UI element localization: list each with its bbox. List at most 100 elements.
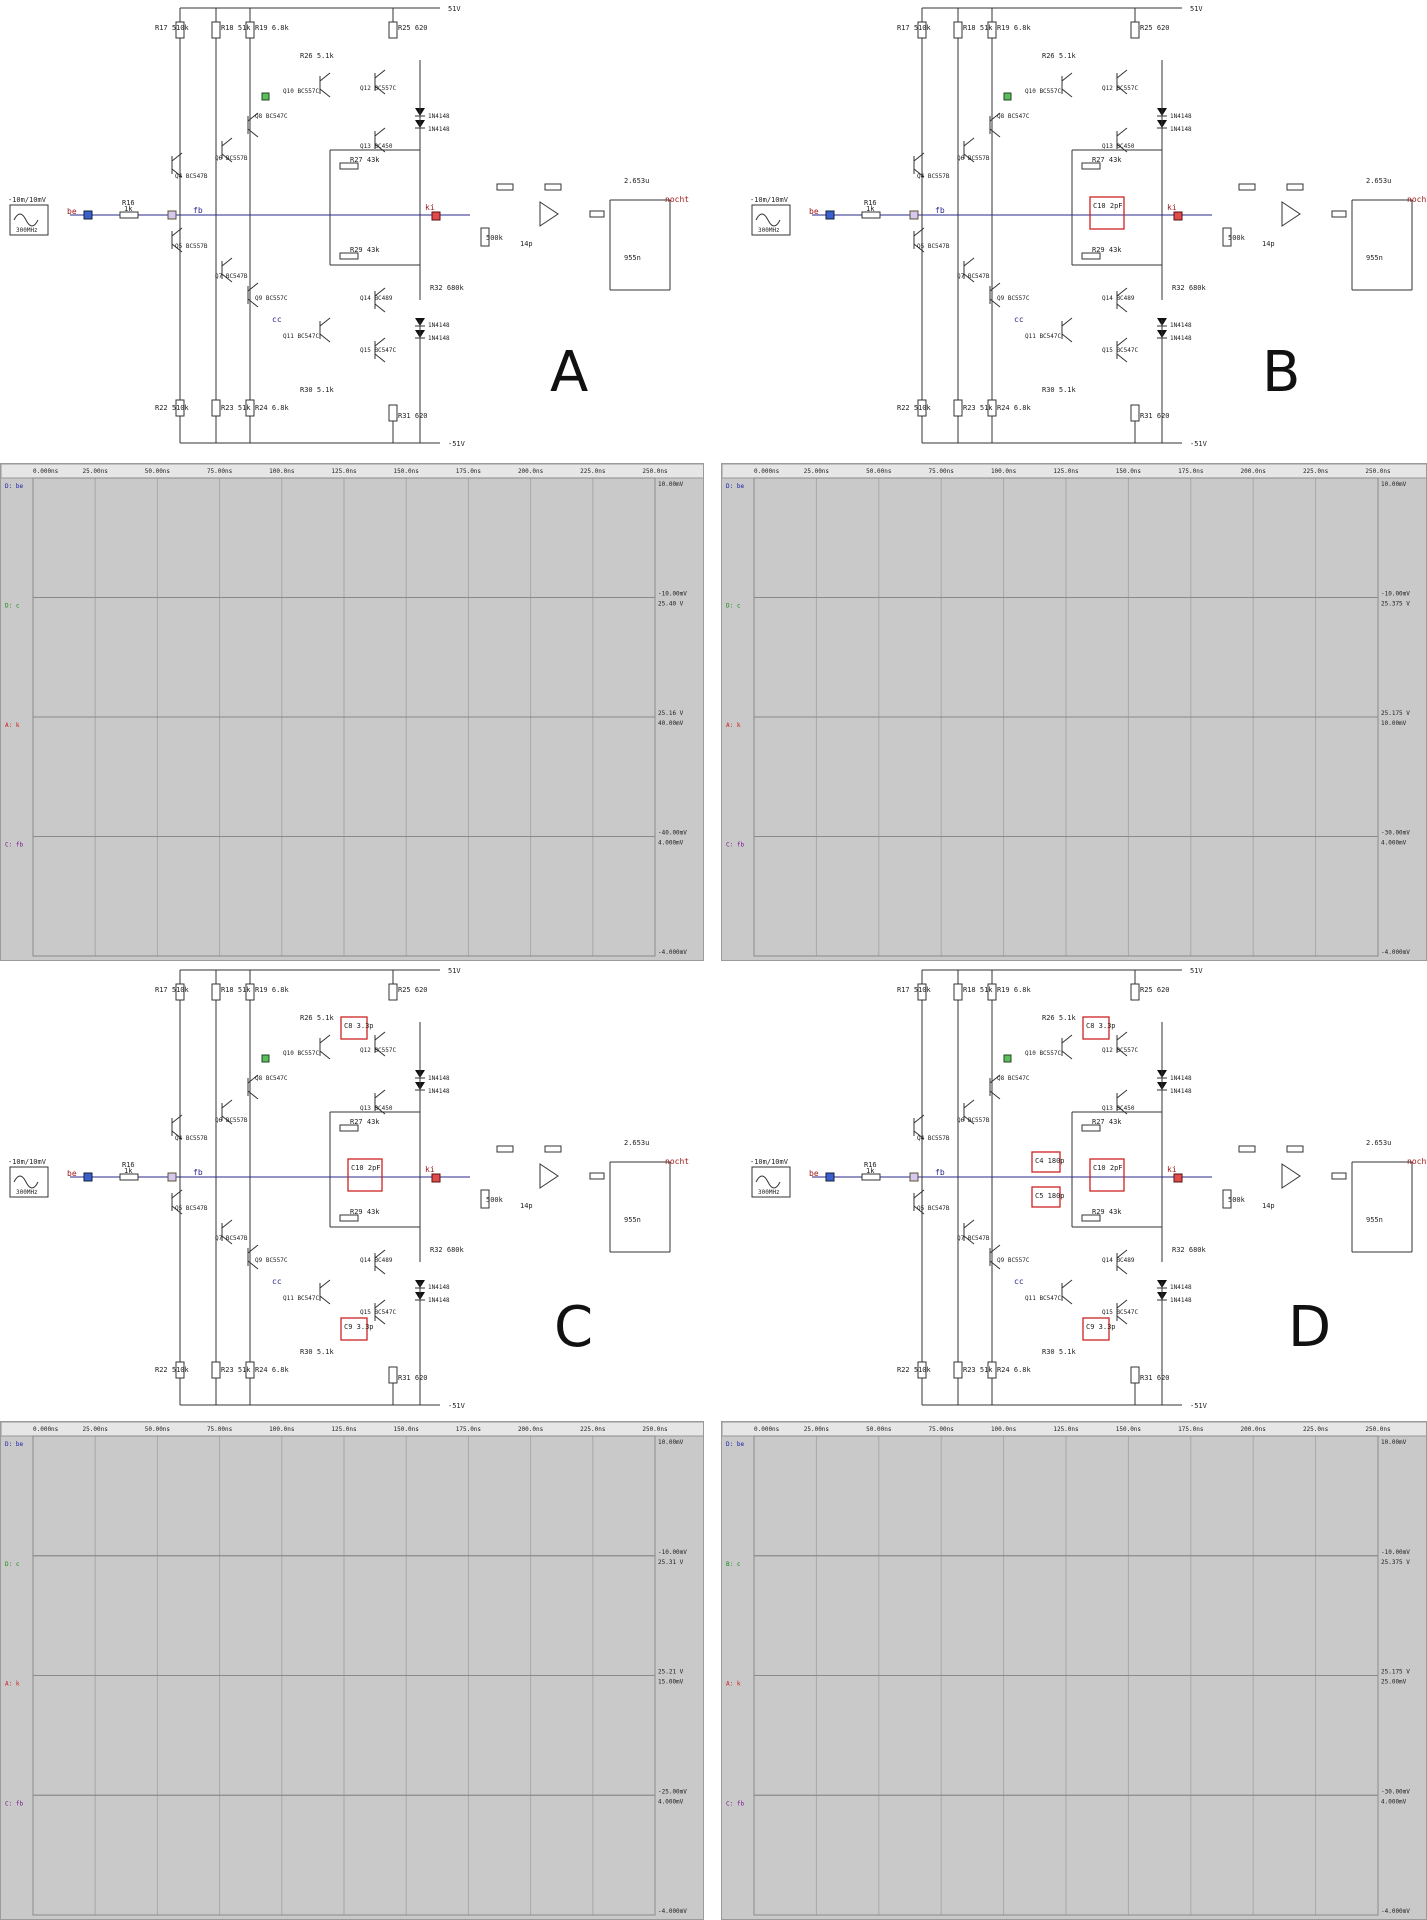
label-highlight: C8 3.3p (344, 1022, 374, 1030)
panel-letter-C: C (554, 1295, 594, 1360)
label-r25: R25 620 (398, 24, 428, 32)
time-tick-label: 75.00ns (207, 468, 233, 475)
supply-negative-label: -51V (448, 440, 466, 448)
resistor (544, 183, 562, 191)
schematic-D: 51V-51V-10m/10mV300MHzbeR161kfbcckinocht… (714, 962, 1427, 1420)
panel-letter-A: A (550, 340, 589, 405)
transistor-collector (171, 227, 183, 237)
transistor-collector (989, 112, 1001, 122)
highlight-box (340, 1317, 368, 1341)
label-r30: R30 5.1k (300, 1348, 335, 1356)
resistor (339, 1124, 359, 1132)
transistor-emitter (221, 153, 233, 163)
time-tick-label: 0.000ns (33, 468, 59, 475)
label-transistor: Q13 BC450 (360, 1105, 393, 1112)
label-highlight: C10 2pF (1093, 1164, 1123, 1172)
label-955n: 955n (1366, 1216, 1383, 1224)
label-transistor: Q5 BC557B (175, 243, 208, 250)
label-transistor: Q15 BC547C (360, 347, 397, 354)
time-tick-label: 0.000ns (754, 468, 780, 475)
resistor (1081, 1124, 1101, 1132)
transistor-collector (1116, 1089, 1128, 1099)
label-transistor: Q11 BC547C (1025, 1295, 1062, 1302)
label-r26: R26 5.1k (1042, 52, 1077, 60)
transistor-emitter (913, 1130, 925, 1140)
label-500k: 500k (1228, 234, 1246, 242)
label-diode: 1N4148 (1170, 335, 1192, 342)
channel-bottom-value: -4.000mV (1381, 1908, 1410, 1915)
time-tick-label: 175.0ns (456, 468, 482, 475)
transistor-collector (1116, 69, 1128, 79)
time-tick-label: 225.0ns (580, 468, 606, 475)
transistor-collector (1116, 1031, 1128, 1041)
resistor (1222, 227, 1232, 247)
label-r18: R18 51k (963, 986, 993, 994)
label-transistor: Q7 BC547B (215, 273, 248, 280)
transistor-emitter (1116, 303, 1128, 313)
label-r25: R25 620 (398, 986, 428, 994)
time-tick-label: 225.0ns (1303, 468, 1329, 475)
transistor-emitter (171, 1130, 183, 1140)
label-r25: R25 620 (1140, 986, 1170, 994)
source-label: -10m/10mV (750, 196, 789, 204)
label-r19: R19 6.8k (997, 986, 1032, 994)
transistor-emitter (247, 1260, 259, 1270)
transistor-collector (247, 112, 259, 122)
channel-name: D: c (5, 1561, 20, 1568)
label-r19: R19 6.8k (997, 24, 1032, 32)
source-freq: 300MHz (16, 1189, 38, 1196)
transistor-collector (171, 1189, 183, 1199)
transistor-emitter (1061, 88, 1073, 98)
highlight-box (347, 1158, 383, 1192)
label-inductor: 2.653u (1366, 177, 1391, 185)
transistor-collector (1061, 72, 1073, 82)
transistor-collector (374, 1089, 386, 1099)
resistor (1286, 1145, 1304, 1153)
label-r27: R27 43k (1092, 1118, 1122, 1126)
signal-source (751, 204, 791, 236)
sine-icon (755, 1175, 781, 1189)
label-r17: R17 510k (155, 24, 190, 32)
channel-top-value: 25.40 V (658, 601, 684, 608)
label-diode: 1N4148 (428, 1088, 450, 1095)
label-r16-value: 1k (866, 205, 875, 213)
transistor-collector (374, 287, 386, 297)
label-transistor: Q8 BC547C (997, 113, 1030, 120)
label-r23: R23 51k (963, 1366, 993, 1374)
time-tick-label: 175.0ns (1178, 468, 1204, 475)
sine-icon (13, 213, 39, 227)
time-tick-label: 175.0ns (456, 1426, 482, 1433)
transistor-emitter (989, 128, 1001, 138)
transistor-emitter (171, 1205, 183, 1215)
time-tick-label: 150.0ns (1116, 468, 1142, 475)
label-diode: 1N4148 (428, 322, 450, 329)
probe-k (431, 1173, 441, 1183)
label-ki: ki (1167, 203, 1177, 212)
label-r24: R24 6.8k (997, 404, 1032, 412)
channel-bottom-value: 25.16 V (658, 710, 684, 717)
transistor-collector (963, 137, 975, 147)
label-r27: R27 43k (350, 156, 380, 164)
label-cc: cc (272, 1277, 282, 1286)
channel-name: D: c (726, 603, 741, 610)
label-transistor: Q10 BC557C (283, 1050, 320, 1057)
label-955n: 955n (1366, 254, 1383, 262)
transistor-emitter (374, 85, 386, 95)
transistor-emitter (221, 1115, 233, 1125)
resistor (211, 1361, 221, 1379)
highlight-box (1031, 1151, 1061, 1173)
opamp (1281, 1163, 1301, 1189)
label-transistor: Q7 BC547B (957, 273, 990, 280)
label-r29: R29 43k (1092, 1208, 1122, 1216)
transistor-collector (247, 282, 259, 292)
label-r31: R31 620 (398, 1374, 428, 1382)
transistor-emitter (374, 1105, 386, 1115)
probe-c (261, 92, 270, 101)
probe-be (825, 210, 835, 220)
channel-bottom-value: -10.00mV (658, 1549, 687, 1556)
transistor-emitter (963, 153, 975, 163)
resistor (339, 1214, 359, 1222)
channel-name: A: k (5, 1681, 20, 1688)
